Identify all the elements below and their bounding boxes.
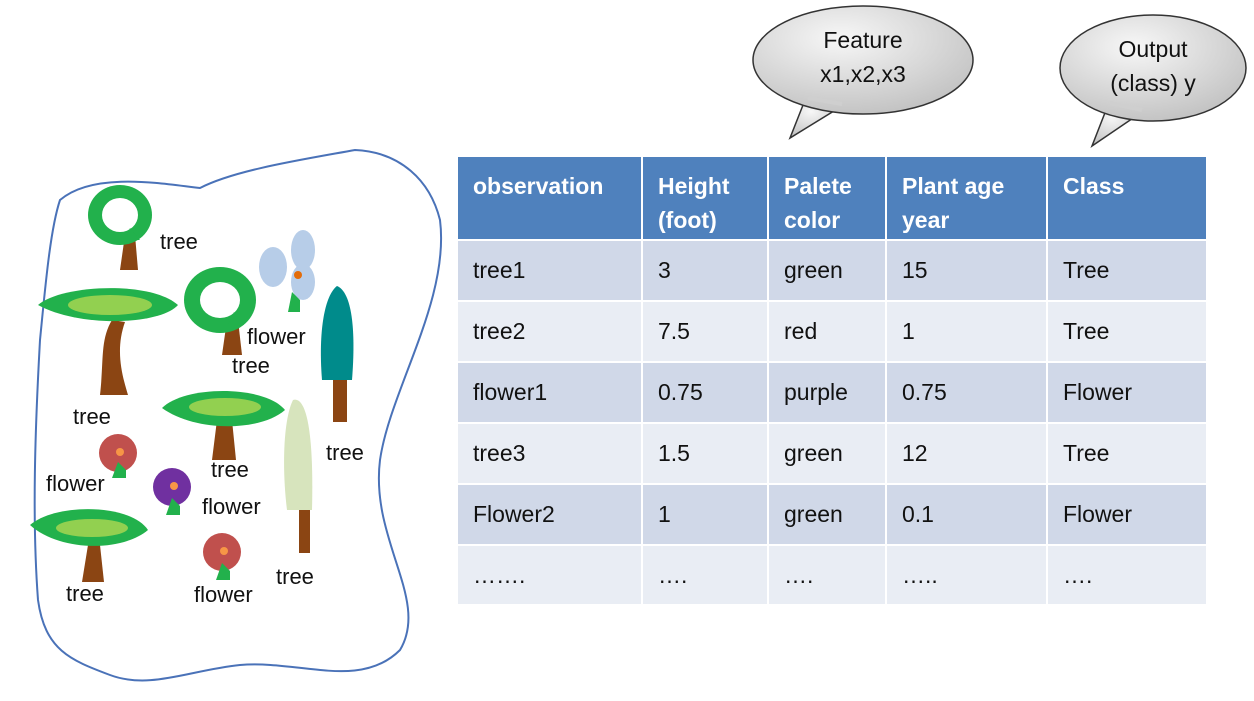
tree-icon — [184, 267, 256, 355]
table-cell: Flower2 — [456, 483, 643, 546]
scene-label: tree — [160, 229, 198, 254]
header-class: Class — [1046, 155, 1208, 241]
tree-icon — [162, 390, 285, 460]
scene-label: tree — [232, 353, 270, 378]
flower-icon — [99, 434, 137, 478]
table-cell: 1.5 — [641, 422, 769, 485]
feature-callout-line1: Feature — [823, 27, 902, 53]
table-row: flower1 0.75 purple 0.75 Flower — [456, 361, 1208, 424]
flower-icon — [203, 533, 241, 580]
flower-icon — [259, 230, 315, 312]
table-cell: tree3 — [456, 422, 643, 485]
table-row: Flower2 1 green 0.1 Flower — [456, 483, 1208, 546]
table-cell: ……. — [456, 544, 643, 606]
header-observation: observation — [456, 155, 643, 241]
feature-callout: Feature x1,x2,x3 — [752, 5, 974, 140]
output-callout-line1: Output — [1118, 36, 1188, 62]
table-cell: red — [767, 300, 887, 363]
scene-label: tree — [66, 581, 104, 606]
scene-label: tree — [211, 457, 249, 482]
table-cell: purple — [767, 361, 887, 424]
table-cell: 12 — [885, 422, 1048, 485]
scene-label: tree — [73, 404, 111, 429]
tree-icon — [30, 509, 148, 582]
tree-icon — [38, 288, 178, 395]
table-row: tree3 1.5 green 12 Tree — [456, 422, 1208, 485]
table-cell: green — [767, 483, 887, 546]
table-row: tree1 3 green 15 Tree — [456, 239, 1208, 302]
table-cell: tree1 — [456, 239, 643, 302]
table-cell: tree2 — [456, 300, 643, 363]
tree-icon — [320, 286, 354, 422]
table-cell: Flower — [1046, 483, 1208, 546]
table-row: tree2 7.5 red 1 Tree — [456, 300, 1208, 363]
table-cell: 1 — [885, 300, 1048, 363]
table-cell: …. — [1046, 544, 1208, 606]
table-cell: green — [767, 239, 887, 302]
scene-label: flower — [46, 471, 105, 496]
table-cell: Tree — [1046, 300, 1208, 363]
scene-label: tree — [326, 440, 364, 465]
scene-label: flower — [194, 582, 253, 607]
table-cell: …. — [767, 544, 887, 606]
tree-icon — [88, 185, 152, 270]
table-cell: Tree — [1046, 422, 1208, 485]
table-cell: 3 — [641, 239, 769, 302]
table-cell: flower1 — [456, 361, 643, 424]
table-cell: green — [767, 422, 887, 485]
scene-label: flower — [247, 324, 306, 349]
table-cell: …. — [641, 544, 769, 606]
tree-icon — [284, 399, 313, 553]
table-cell: 0.75 — [641, 361, 769, 424]
output-callout: Output (class) y — [1059, 14, 1247, 148]
table-cell: Flower — [1046, 361, 1208, 424]
scene-label: flower — [202, 494, 261, 519]
table-cell: ….. — [885, 544, 1048, 606]
table-cell: 1 — [641, 483, 769, 546]
output-callout-line2: (class) y — [1110, 70, 1196, 96]
table-cell: 0.75 — [885, 361, 1048, 424]
flower-icon — [153, 468, 191, 515]
feature-callout-line2: x1,x2,x3 — [820, 61, 906, 87]
specimen-region-outline — [33, 148, 443, 682]
table-cell: 0.1 — [885, 483, 1048, 546]
scene-label: tree — [276, 564, 314, 589]
table-cell: 7.5 — [641, 300, 769, 363]
table-cell: Tree — [1046, 239, 1208, 302]
table-cell: 15 — [885, 239, 1048, 302]
table-row: ……. …. …. ….. …. — [456, 544, 1208, 606]
header-height: Height(foot) — [641, 155, 769, 241]
